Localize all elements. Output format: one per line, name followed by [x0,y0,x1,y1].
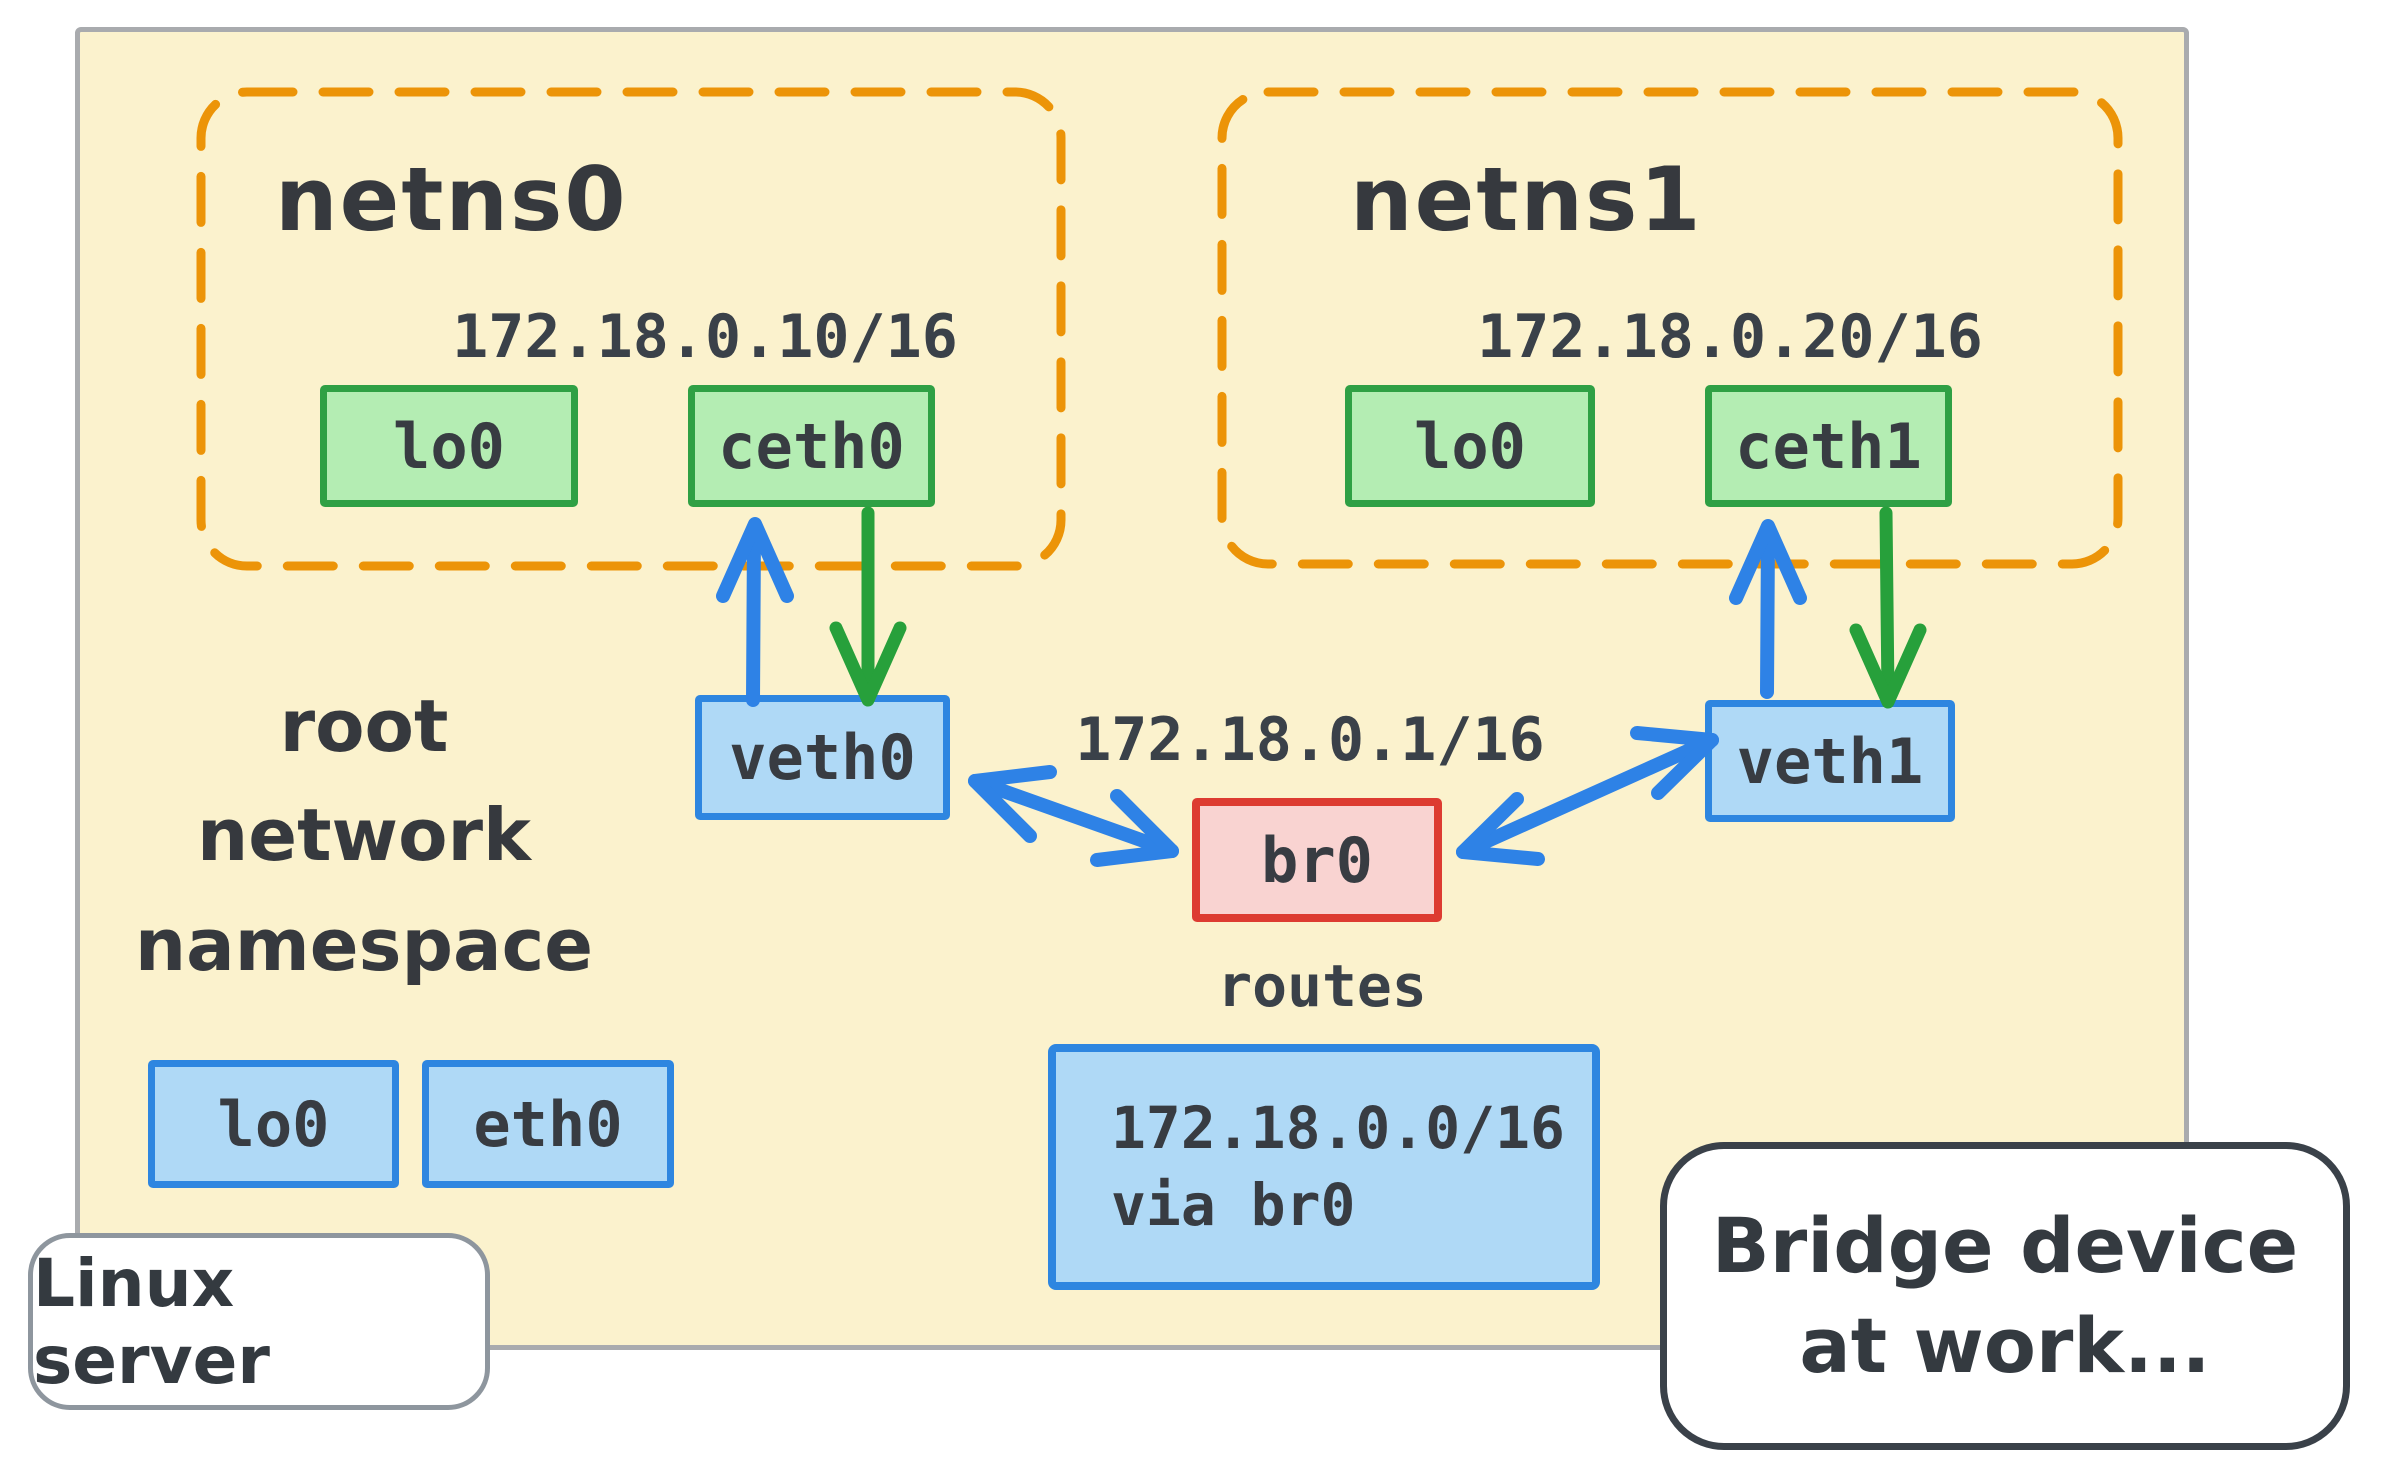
netns0-lo0-box: lo0 [320,385,578,507]
root-namespace-label: root network namespace [114,672,614,1000]
veth0-box: veth0 [695,695,950,820]
linux-server-label: Linux server [33,1244,270,1399]
netns0-ip-label: 172.18.0.10/16 [452,302,958,372]
root-namespace-label-line-1: root [279,684,449,768]
routes-line-1: 172.18.0.0/16 [1111,1094,1565,1163]
routes-line-2: via br0 [1111,1171,1356,1239]
root-lo0-box: lo0 [148,1060,399,1188]
netns1-ceth1-box: ceth1 [1705,385,1952,507]
callout-line-1: Bridge device [1711,1200,2299,1290]
bridge-callout: Bridge device at work... [1660,1142,2350,1450]
netns1-title: netns1 [1350,148,1703,251]
routes-title: routes [1217,952,1427,1020]
netns1-lo0-box: lo0 [1345,385,1595,507]
root-namespace-label-line-2: network [197,793,531,878]
root-eth0-box: eth0 [422,1060,674,1188]
br0-box: br0 [1192,798,1442,922]
routes-box: 172.18.0.0/16 via br0 [1048,1044,1600,1290]
netns0-ceth0-box: ceth0 [688,385,935,507]
linux-server-tag: Linux server [28,1233,490,1410]
netns0-title: netns0 [275,148,628,251]
veth1-box: veth1 [1705,700,1955,822]
bridge-ip-label: 172.18.0.1/16 [1075,705,1545,775]
root-namespace-label-line-3: namespace [134,902,594,987]
netns1-ip-label: 172.18.0.20/16 [1477,302,1983,372]
callout-line-2: at work... [1799,1301,2211,1390]
